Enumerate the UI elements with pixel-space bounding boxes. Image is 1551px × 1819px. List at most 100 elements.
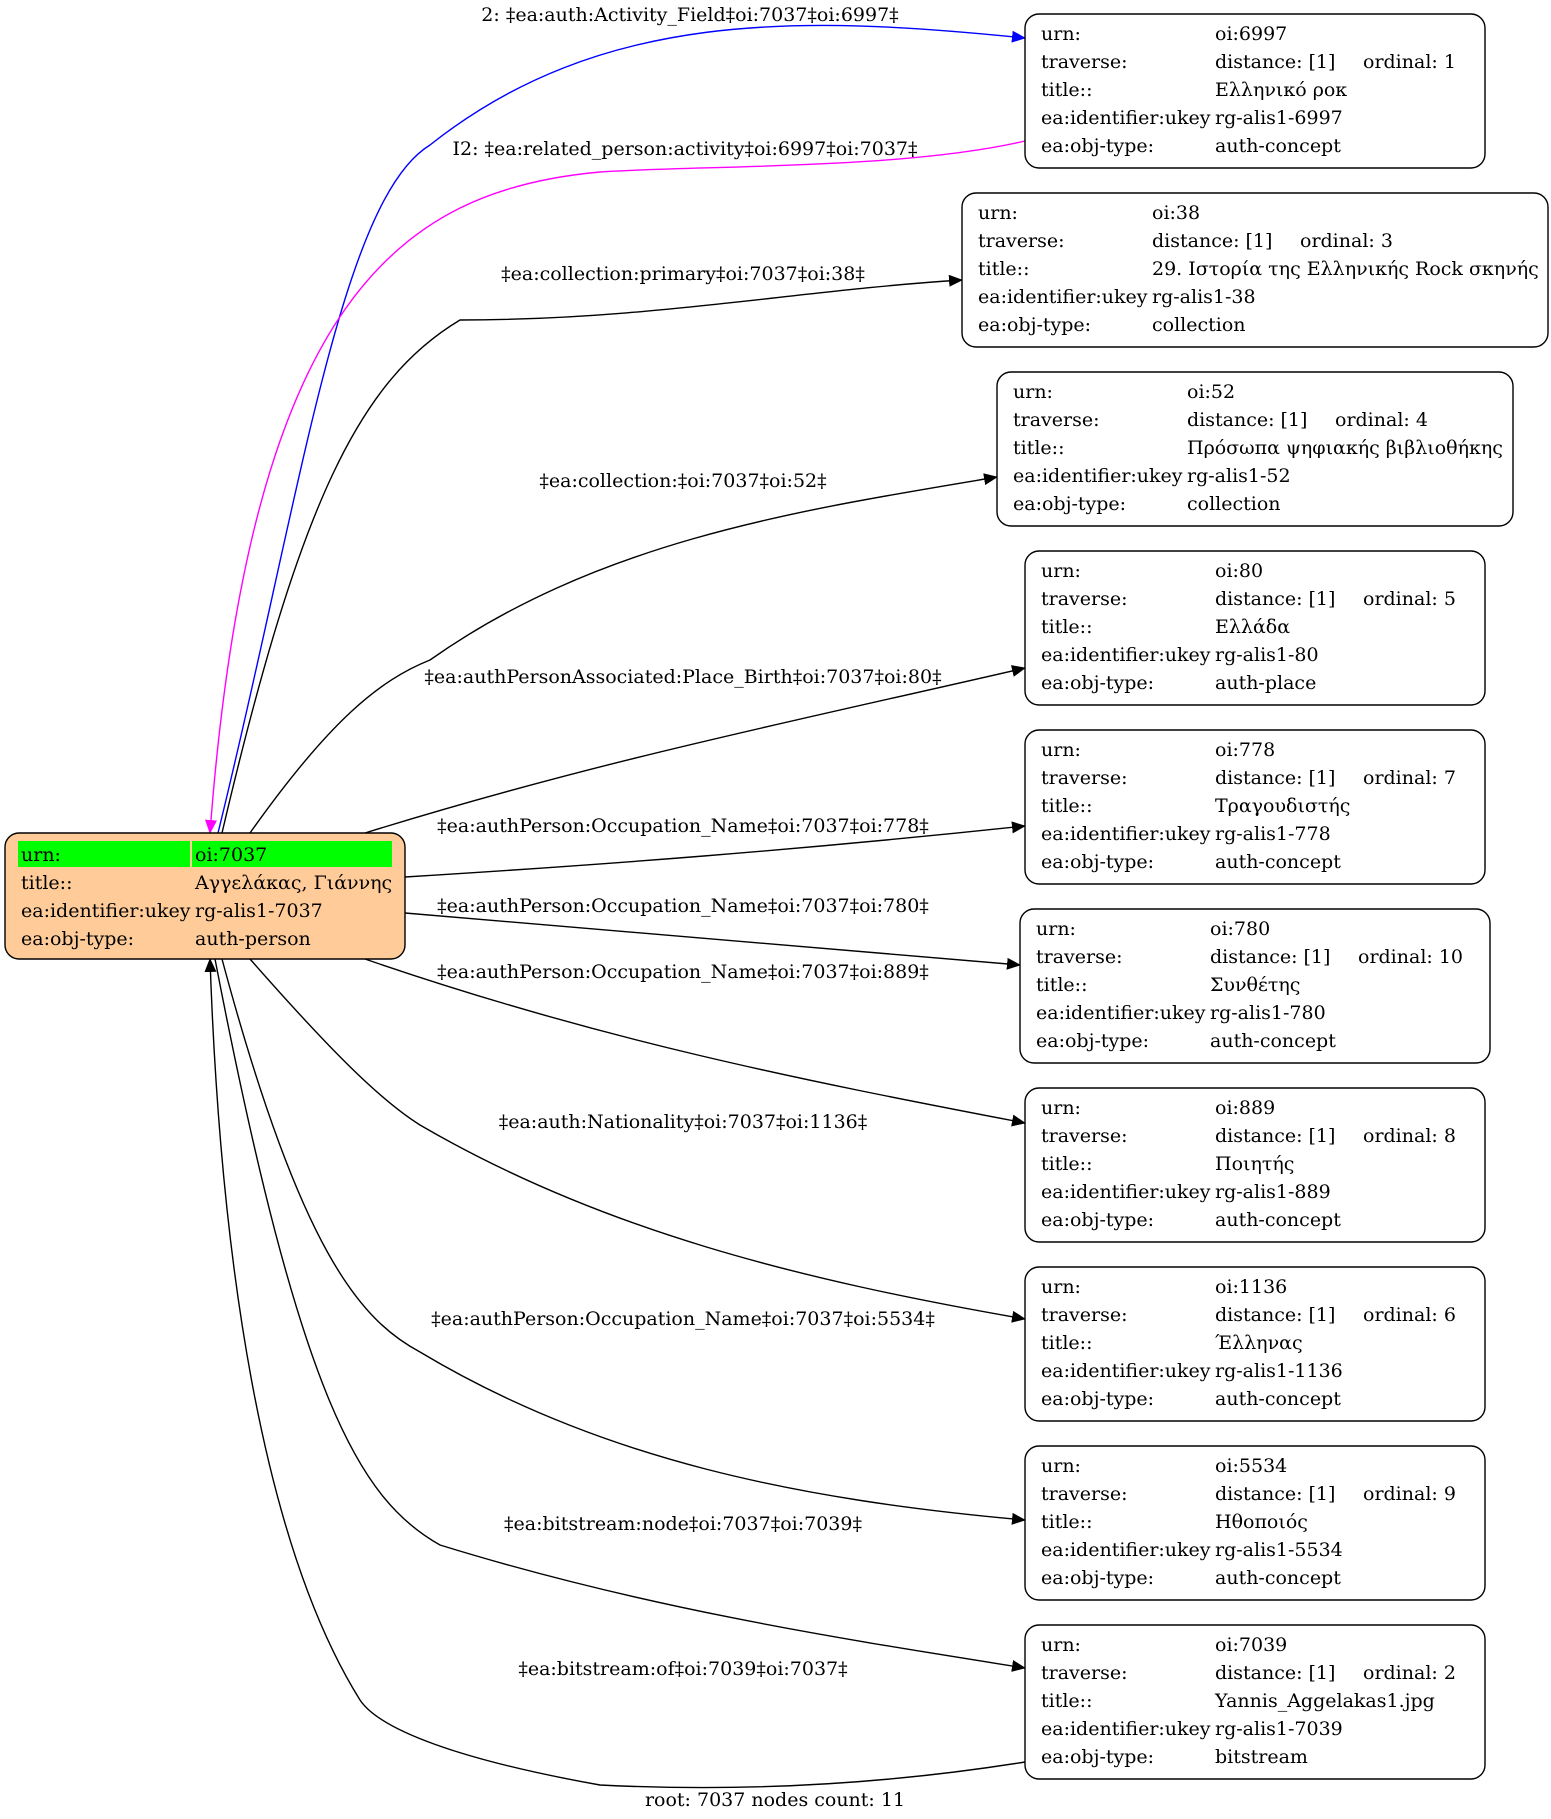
node-field-key: traverse: [1041,1304,1128,1326]
node-field-key: urn: [1041,560,1081,582]
node-field-key: ea:obj-type: [1041,1567,1154,1589]
node-box [1024,1624,1486,1780]
node-field-key: ea:identifier:ukey [1041,823,1211,845]
edge-e12 [204,958,1026,1789]
node-field-value: oi:889 [1215,1097,1275,1119]
node-box [1024,729,1486,885]
node-field-key: traverse: [1041,1483,1128,1505]
node-field-key: ea:obj-type: [978,314,1091,336]
root-field-key: urn: [21,844,61,866]
edge-label-e1: 2: ‡ea:auth:Activity_Field‡oi:7037‡oi:69… [481,4,898,26]
node-field-ordinal: ordinal: 10 [1358,946,1463,968]
node-field-key: ea:identifier:ukey [1041,1718,1211,1740]
node-field-value: oi:7039 [1215,1634,1287,1656]
node-field-key: ea:obj-type: [1041,1209,1154,1231]
node-field-key: title:: [978,258,1029,280]
node-field-key: urn: [1041,23,1081,45]
edge-e6 [404,821,1026,878]
root-field-value: oi:7037 [195,844,267,866]
node-field-value: oi:6997 [1215,23,1287,45]
node-field-value: distance: [1] [1215,1662,1335,1684]
node-field-key: ea:identifier:ukey [978,286,1148,308]
node-field-key: ea:obj-type: [1041,672,1154,694]
node-field-value: oi:5534 [1215,1455,1287,1477]
node-box [1019,908,1491,1064]
node-field-ordinal: ordinal: 7 [1363,767,1456,789]
node-field-key: urn: [1041,1634,1081,1656]
node-field-key: ea:identifier:ukey [1013,465,1183,487]
node-field-value: distance: [1] [1215,767,1335,789]
edge-label-e9: ‡ea:auth:Nationality‡oi:7037‡oi:1136‡ [499,1111,868,1133]
node-field-value: rg-alis1-780 [1210,1002,1326,1024]
edge-e7 [404,912,1021,970]
node-field-key: traverse: [1041,588,1128,610]
root-field-value: rg-alis1-7037 [195,900,323,922]
node-field-value: Ποιητής [1215,1153,1294,1175]
node-field-key: ea:identifier:ukey [1036,1002,1206,1024]
node-field-key: urn: [978,202,1018,224]
node-field-value: rg-alis1-1136 [1215,1360,1343,1382]
node-field-value: auth-concept [1215,1567,1341,1589]
node-field-value: distance: [1] [1210,946,1330,968]
root-field-value: auth-person [195,928,311,950]
node-field-value: rg-alis1-6997 [1215,107,1343,129]
node-field-value: Τραγουδιστής [1215,795,1350,817]
node-box [1024,550,1486,706]
edge-e9 [249,958,1026,1323]
node-field-ordinal: ordinal: 3 [1300,230,1393,252]
node-field-value: collection [1152,314,1246,336]
node-field-value: collection [1187,493,1281,515]
edge-e11 [214,958,1026,1672]
node-box [1024,1266,1486,1422]
node-field-value: distance: [1] [1215,1125,1335,1147]
edge-labels-layer: 2: ‡ea:auth:Activity_Field‡oi:7037‡oi:69… [424,4,941,1680]
node-field-key: traverse: [1013,409,1100,431]
edge-e8 [364,958,1026,1127]
node-box [996,371,1514,527]
node-field-key: urn: [1036,918,1076,940]
node-field-key: ea:identifier:ukey [1041,644,1211,666]
node-field-value: rg-alis1-7039 [1215,1718,1343,1740]
node-field-value: oi:52 [1187,381,1235,403]
node-field-key: title:: [1041,616,1092,638]
node-field-key: ea:identifier:ukey [1041,1539,1211,1561]
node-field-key: traverse: [1041,1125,1128,1147]
node-field-key: ea:obj-type: [1041,1746,1154,1768]
node-field-value: rg-alis1-52 [1187,465,1291,487]
node-field-key: title:: [1041,79,1092,101]
node-field-key: title:: [1036,974,1087,996]
node-field-value: rg-alis1-80 [1215,644,1319,666]
node-n889[interactable]: urn: oi:889 traverse: distance: [1] ordinal:… [1024,1087,1486,1243]
footer-summary: root: 7037 nodes count: 11 [645,1789,905,1811]
edge-label-e3: ‡ea:collection:primary‡oi:7037‡oi:38‡ [501,263,865,285]
node-field-key: ea:obj-type: [1036,1030,1149,1052]
node-field-ordinal: ordinal: 8 [1363,1125,1456,1147]
node-field-value: distance: [1] [1187,409,1307,431]
node-field-key: ea:obj-type: [1041,1388,1154,1410]
node-field-key: title:: [1041,795,1092,817]
node-field-value: oi:780 [1210,918,1270,940]
node-field-value: Συνθέτης [1210,974,1300,996]
edge-label-e5: ‡ea:authPersonAssociated:Place_Birth‡oi:… [424,666,941,688]
node-field-key: urn: [1013,381,1053,403]
edge-e2 [204,140,1026,834]
node-field-key: urn: [1041,1097,1081,1119]
node-field-key: ea:identifier:ukey [1041,1181,1211,1203]
node-field-value: distance: [1] [1215,1483,1335,1505]
node-field-key: title:: [1041,1690,1092,1712]
node-field-value: rg-alis1-889 [1215,1181,1331,1203]
node-field-value: auth-place [1215,672,1316,694]
node-field-value: Έλληνας [1215,1332,1303,1354]
node-field-key: title:: [1041,1332,1092,1354]
